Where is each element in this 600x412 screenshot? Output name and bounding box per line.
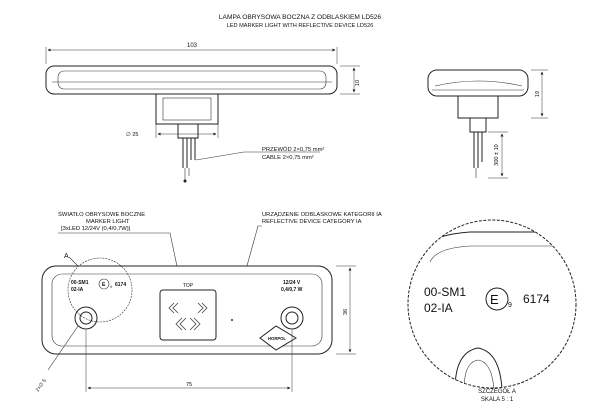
mark-voltage: 12/24 V (283, 280, 301, 286)
label-light-1: ŚWIATŁO OBRYSOWE BOCZNE (58, 210, 145, 218)
detail-code2: 02-IA (424, 301, 453, 315)
cable-note-pl: PRZEWÓD 2×0,75 mm² (262, 146, 324, 153)
mount-hole-left (74, 306, 98, 330)
label-reflector-2: REFLECTIVE DEVICE CATEGORY IA (262, 219, 362, 225)
detail-circle (67, 257, 133, 323)
detail-frame (407, 219, 577, 389)
detail-e-circle (485, 287, 509, 311)
brand-logo (259, 325, 297, 351)
led-chevrons (168, 302, 208, 331)
detail-marker-a: A (64, 253, 69, 260)
detail-e-number: 9 (508, 302, 512, 309)
mark-power: 0,4/0,7 W (281, 287, 303, 293)
label-light-3: [3xLED 12/24V (0,4/0,7W)] (61, 226, 131, 232)
dim-diameter: ∅ 25 (126, 131, 138, 138)
mark-top: TOP (183, 283, 194, 289)
lamp-body-front (45, 65, 338, 95)
dim-height: 10 (355, 80, 361, 86)
mark-e: E (102, 282, 106, 288)
detail-e: E (490, 292, 499, 307)
detail-caption-1: SZCZEGÓŁ A (478, 388, 516, 395)
dim-inner-width: 36 (343, 309, 349, 315)
cable-note-en: CABLE 2×0,75 mm² (262, 155, 314, 161)
label-light-2: MARKER LIGHT (86, 219, 130, 225)
detail-approval: 6174 (523, 292, 550, 306)
mark-e-number: 9 (110, 285, 112, 289)
detail-code1: 00-SM1 (424, 285, 466, 299)
label-reflector-1: URZĄDZENIE ODBLASKOWE KATEGORII IA (262, 212, 382, 218)
mount-hole-right (280, 306, 304, 330)
detail-caption-2: SKALA 5 : 1 (481, 397, 514, 403)
dim-hole-distance: 75 (186, 382, 192, 388)
dim-wire-length: 300 ± 10 (494, 144, 500, 165)
dim-side-height: 19 (535, 91, 541, 97)
dim-length: 103 (187, 43, 198, 49)
mark-brand: HORPOL (268, 336, 286, 341)
dim-hole-dia: 2×∅ 5 (35, 378, 48, 393)
detail-a-view: 00-SM1 02-IA E 9 6174 SZCZEGÓŁ A SKALA 5… (407, 219, 577, 403)
lamp-base (155, 93, 219, 125)
title-en: LED MARKER LIGHT WITH REFLECTIVE DEVICE … (227, 23, 374, 29)
face-view: A 00-SM1 02-IA E 9 6174 TOP 12/24 V 0,4/… (35, 253, 356, 393)
mark-approval: 6174 (115, 282, 126, 288)
side-view: 19 300 ± 10 (427, 69, 548, 179)
title-pl: LAMPA OBRYSOWA BOCZNA Z ODBLASKIEM LD526 (219, 14, 382, 21)
mark-code1: 00-SM1 (71, 280, 89, 286)
front-view: 103 10 ∅ 25 PRZEWÓD 2×0,75 mm² CABLE 2×0… (45, 43, 361, 183)
led-lens (159, 289, 217, 341)
mark-code2: 02-IA (71, 287, 84, 293)
